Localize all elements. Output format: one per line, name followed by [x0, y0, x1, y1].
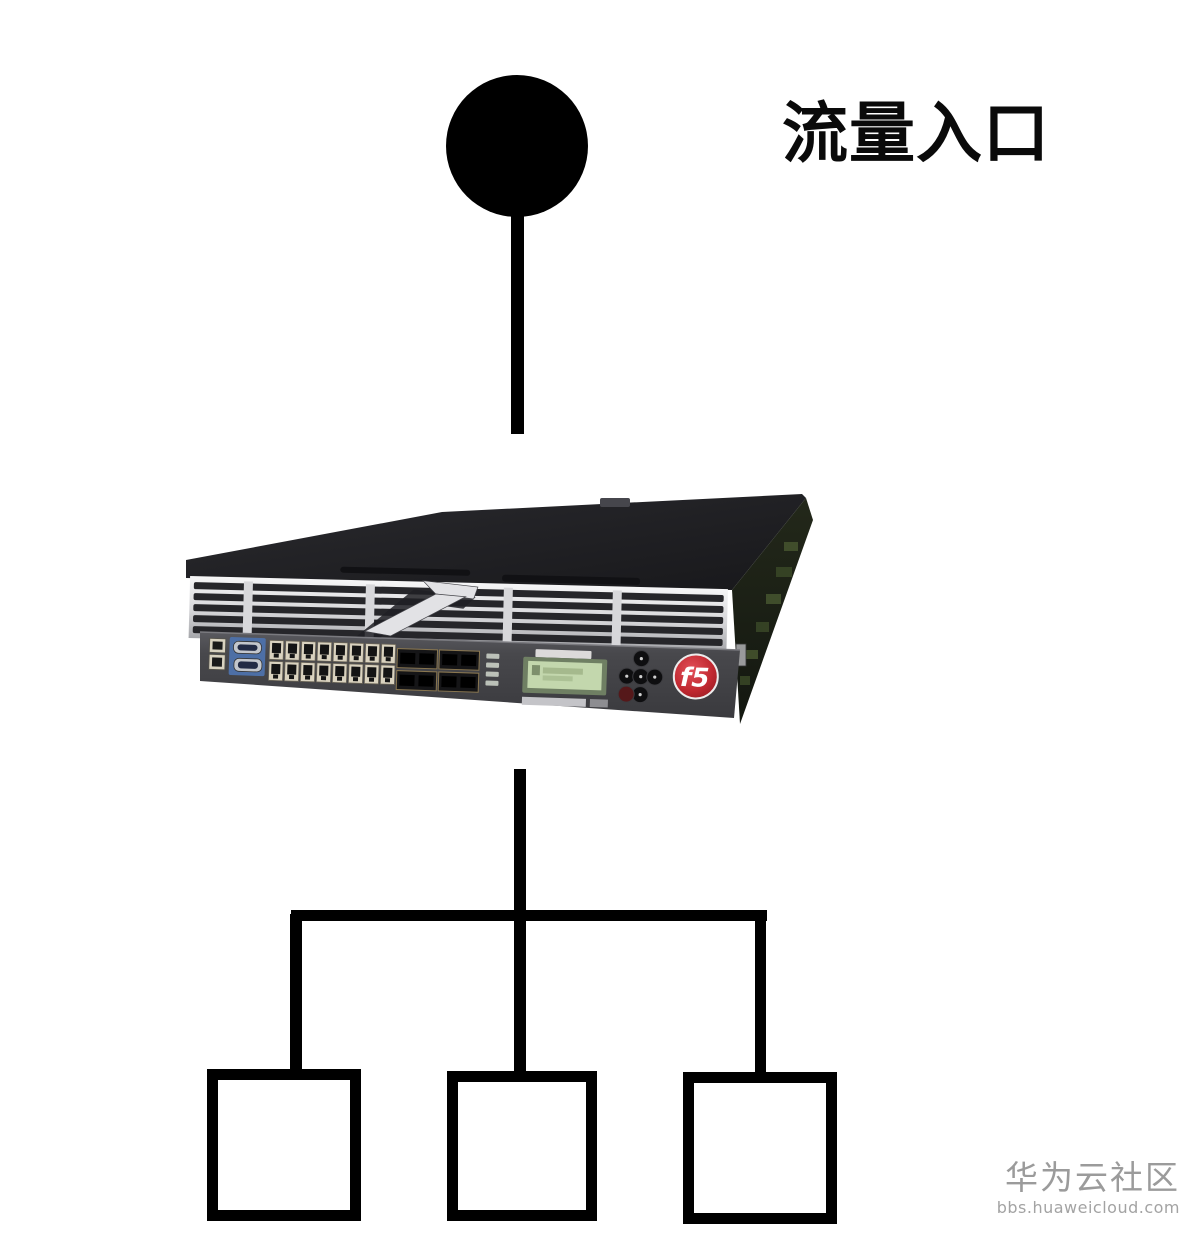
device-side-panel	[732, 498, 813, 724]
load-balancer-device: f5	[186, 494, 813, 724]
serial-console-ports	[228, 637, 266, 677]
traffic-entry-node	[446, 75, 588, 217]
management-ports	[208, 637, 227, 671]
grille-swoosh	[354, 580, 479, 643]
barcode-strip	[521, 696, 586, 707]
connector-branch-left	[290, 914, 302, 1072]
lcd-nav-buttons	[617, 650, 664, 704]
device-lid	[186, 494, 806, 590]
lcd-screen	[522, 656, 608, 696]
model-label-strip	[535, 649, 592, 659]
entry-label: 流量入口	[782, 95, 1050, 172]
f5-logo-badge: f5	[672, 653, 719, 700]
server-box-3	[683, 1072, 837, 1224]
device-grille	[188, 566, 728, 652]
server-box-1	[207, 1069, 361, 1221]
lid-tab	[600, 498, 630, 507]
f5-logo-text: f5	[680, 663, 710, 694]
side-circuit-texture	[735, 542, 798, 685]
status-leds	[485, 653, 500, 686]
connector-branch-right	[755, 914, 766, 1075]
watermark-site: bbs.huaweicloud.com	[996, 1198, 1180, 1218]
connector-entry-to-device	[511, 214, 524, 434]
barcode-strip-end	[589, 698, 608, 708]
connector-branch-bar	[291, 910, 767, 921]
watermark: 华为云社区 bbs.huaweicloud.com	[900, 1158, 1180, 1218]
connector-device-to-servers	[514, 769, 526, 1076]
server-box-2	[447, 1071, 597, 1221]
watermark-community: 华为云社区	[1005, 1158, 1180, 1197]
